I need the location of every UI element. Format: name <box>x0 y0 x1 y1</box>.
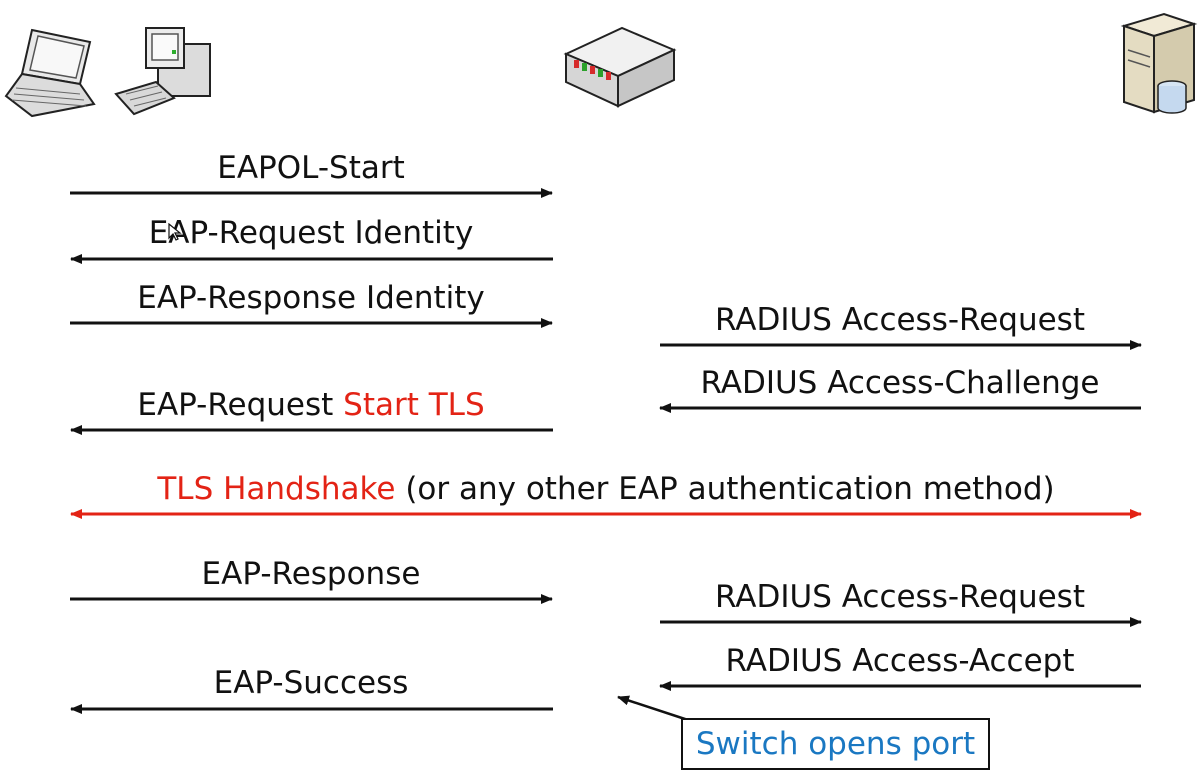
label-radius-access-challenge: RADIUS Access-Challenge <box>700 365 1100 401</box>
switch-icon <box>563 26 677 108</box>
label-radius-access-request-1: RADIUS Access-Request <box>715 302 1085 338</box>
callout-pointer <box>617 695 689 722</box>
laptop-icon <box>4 28 96 118</box>
label-eapol-start: EAPOL-Start <box>217 150 405 186</box>
desktop-icon <box>114 27 211 116</box>
label-tls-handshake: TLS Handshake (or any other EAP authenti… <box>157 474 1054 505</box>
label-eap-request-prefix: EAP-Request <box>137 387 344 423</box>
label-eap-request-start-tls: EAP-Request Start TLS <box>137 390 484 421</box>
label-eap-request-identity: EAP-Request Identity <box>148 215 474 251</box>
label-tls-handshake-suffix: (or any other EAP authentication method) <box>395 471 1055 507</box>
label-tls-handshake-red: TLS Handshake <box>157 471 396 507</box>
label-eap-response: EAP-Response <box>201 556 421 592</box>
label-eap-response-identity: EAP-Response Identity <box>137 280 485 316</box>
label-radius-access-request-2: RADIUS Access-Request <box>715 579 1085 615</box>
switch-opens-port-callout: Switch opens port <box>681 718 990 770</box>
server-icon <box>1120 12 1198 114</box>
label-eap-success: EAP-Success <box>213 665 409 701</box>
label-radius-access-accept: RADIUS Access-Accept <box>725 643 1075 679</box>
callout-text: Switch opens port <box>695 726 976 762</box>
label-start-tls: Start TLS <box>343 387 485 423</box>
mouse-cursor-icon <box>168 223 182 241</box>
